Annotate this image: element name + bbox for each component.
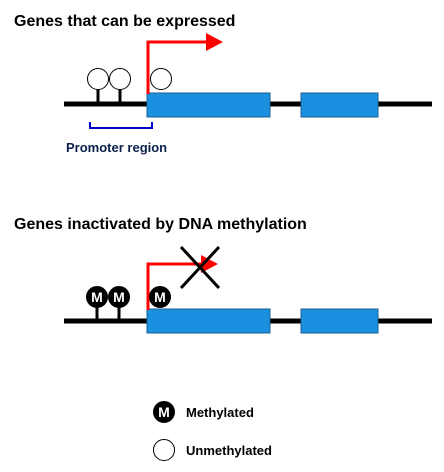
legend-methylated-label: Methylated [186,405,254,420]
exon-1 [146,308,271,334]
legend-methylated: M Methylated [153,401,254,423]
unmethylated-site [87,68,109,104]
exon-2 [300,92,379,118]
exon-1 [146,92,271,118]
transcription-arrow [146,33,223,94]
panel-expressed: Genes that can be expressed Promoter reg… [14,13,432,155]
legend: M Methylated Unmethylated [153,401,272,461]
methyl-mark: M [91,289,103,305]
promoter-bracket [89,122,153,129]
blocked-transcription-x [179,245,221,290]
legend-unmethylated-label: Unmethylated [186,443,272,458]
methylated-site: M [108,286,130,321]
unmethylated-symbol-icon [153,439,175,461]
methyl-mark: M [113,289,125,305]
unmethylated-site [109,68,131,104]
methylated-site: M [149,286,171,308]
legend-unmethylated: Unmethylated [153,439,272,461]
panel-inactivated: Genes inactivated by DNA methylation M M [14,216,432,334]
legend-methylated-symbol: M [158,404,170,420]
panel-inactivated-title: Genes inactivated by DNA methylation [14,216,307,233]
promoter-label: Promoter region [66,140,167,155]
methyl-mark: M [154,289,166,305]
methylated-site: M [86,286,108,321]
panel-expressed-title: Genes that can be expressed [14,13,235,30]
methylated-symbol-icon [153,401,175,423]
exon-2 [300,308,379,334]
transcription-arrow [146,255,218,310]
unmethylated-site [150,68,172,90]
